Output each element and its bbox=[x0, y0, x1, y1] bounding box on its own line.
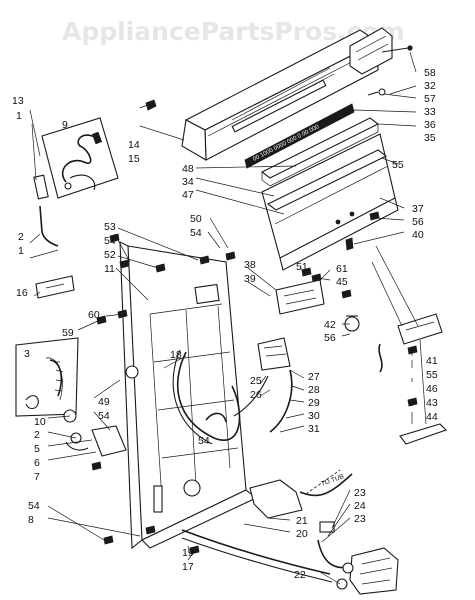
callout-35: 35 bbox=[424, 132, 436, 144]
callout-59: 59 bbox=[62, 327, 74, 339]
callout-54-c: 54 bbox=[28, 500, 40, 512]
callout-45: 45 bbox=[336, 276, 348, 288]
callout-48: 48 bbox=[182, 163, 194, 175]
callout-23: 23 bbox=[354, 487, 366, 499]
switch-plates bbox=[275, 279, 448, 445]
drain-hose bbox=[181, 521, 399, 595]
left-fitting-parts bbox=[33, 174, 127, 457]
callout-11: 11 bbox=[104, 263, 115, 275]
callout-40: 40 bbox=[412, 229, 424, 241]
callout-1-b: 1 bbox=[18, 245, 24, 257]
callout-61: 61 bbox=[336, 263, 348, 275]
callout-19: 19 bbox=[182, 547, 194, 559]
timer-switch-assembly bbox=[349, 27, 413, 96]
callout-51: 51 bbox=[296, 261, 308, 273]
callout-28: 28 bbox=[308, 384, 320, 396]
callout-38: 38 bbox=[244, 259, 256, 271]
callout-49: 49 bbox=[98, 396, 110, 408]
callout-41: 41 bbox=[426, 355, 438, 367]
control-console bbox=[181, 29, 380, 161]
callout-30: 30 bbox=[308, 410, 320, 422]
callout-7: 7 bbox=[34, 471, 40, 483]
callout-16: 16 bbox=[16, 287, 28, 299]
callout-43: 43 bbox=[426, 397, 438, 409]
callout-3: 3 bbox=[24, 348, 30, 360]
callout-60: 60 bbox=[88, 309, 100, 321]
callout-17: 17 bbox=[182, 561, 194, 573]
callout-39: 39 bbox=[244, 273, 256, 285]
callout-10: 10 bbox=[34, 416, 46, 428]
callout-18: 18 bbox=[170, 349, 182, 361]
callout-36: 36 bbox=[424, 119, 436, 131]
callout-2: 2 bbox=[18, 231, 24, 243]
callout-6: 6 bbox=[34, 457, 40, 469]
callout-27: 27 bbox=[308, 371, 320, 383]
callout-54-d: 54 bbox=[190, 227, 202, 239]
callout-13: 13 bbox=[12, 95, 24, 107]
callout-54-e: 54 bbox=[198, 435, 210, 447]
callout-53: 53 bbox=[104, 221, 116, 233]
callout-44: 44 bbox=[426, 411, 438, 423]
callout-56-b: 56 bbox=[324, 332, 336, 344]
wire-harness-box bbox=[41, 117, 119, 199]
callout-54-b: 54 bbox=[98, 410, 110, 422]
water-valve bbox=[233, 337, 353, 519]
callout-32: 32 bbox=[424, 80, 436, 92]
callout-9: 9 bbox=[62, 119, 68, 131]
cabinet-rear-panel bbox=[119, 241, 258, 550]
callout-46: 46 bbox=[426, 383, 438, 395]
callout-14: 14 bbox=[128, 139, 140, 151]
callout-42: 42 bbox=[324, 319, 336, 331]
callout-23-b: 23 bbox=[354, 513, 366, 525]
callout-15: 15 bbox=[128, 153, 140, 165]
callout-58: 58 bbox=[424, 67, 436, 79]
callout-47: 47 bbox=[182, 189, 194, 201]
callout-54: 54 bbox=[104, 235, 116, 247]
callout-1: 1 bbox=[16, 110, 22, 122]
callout-55: 55 bbox=[392, 159, 404, 171]
callout-50: 50 bbox=[190, 213, 202, 225]
callout-55-b: 55 bbox=[426, 369, 438, 381]
callout-56: 56 bbox=[412, 216, 424, 228]
callout-57: 57 bbox=[424, 93, 436, 105]
callout-25: 25 bbox=[250, 375, 262, 387]
callout-8: 8 bbox=[28, 514, 34, 526]
callout-2-b: 2 bbox=[34, 429, 40, 441]
callout-21: 21 bbox=[296, 515, 308, 527]
callout-26: 26 bbox=[250, 389, 262, 401]
callout-29: 29 bbox=[308, 397, 320, 409]
callout-52: 52 bbox=[104, 249, 116, 261]
callout-22: 22 bbox=[294, 569, 306, 581]
callout-33: 33 bbox=[424, 106, 436, 118]
bracket-assembly bbox=[261, 133, 399, 271]
callout-37: 37 bbox=[412, 203, 424, 215]
callout-31: 31 bbox=[308, 423, 320, 435]
callout-5: 5 bbox=[34, 443, 40, 455]
callout-34: 34 bbox=[182, 176, 194, 188]
callout-20: 20 bbox=[296, 528, 308, 540]
callout-24: 24 bbox=[354, 500, 366, 512]
leader-lines bbox=[29, 51, 427, 585]
